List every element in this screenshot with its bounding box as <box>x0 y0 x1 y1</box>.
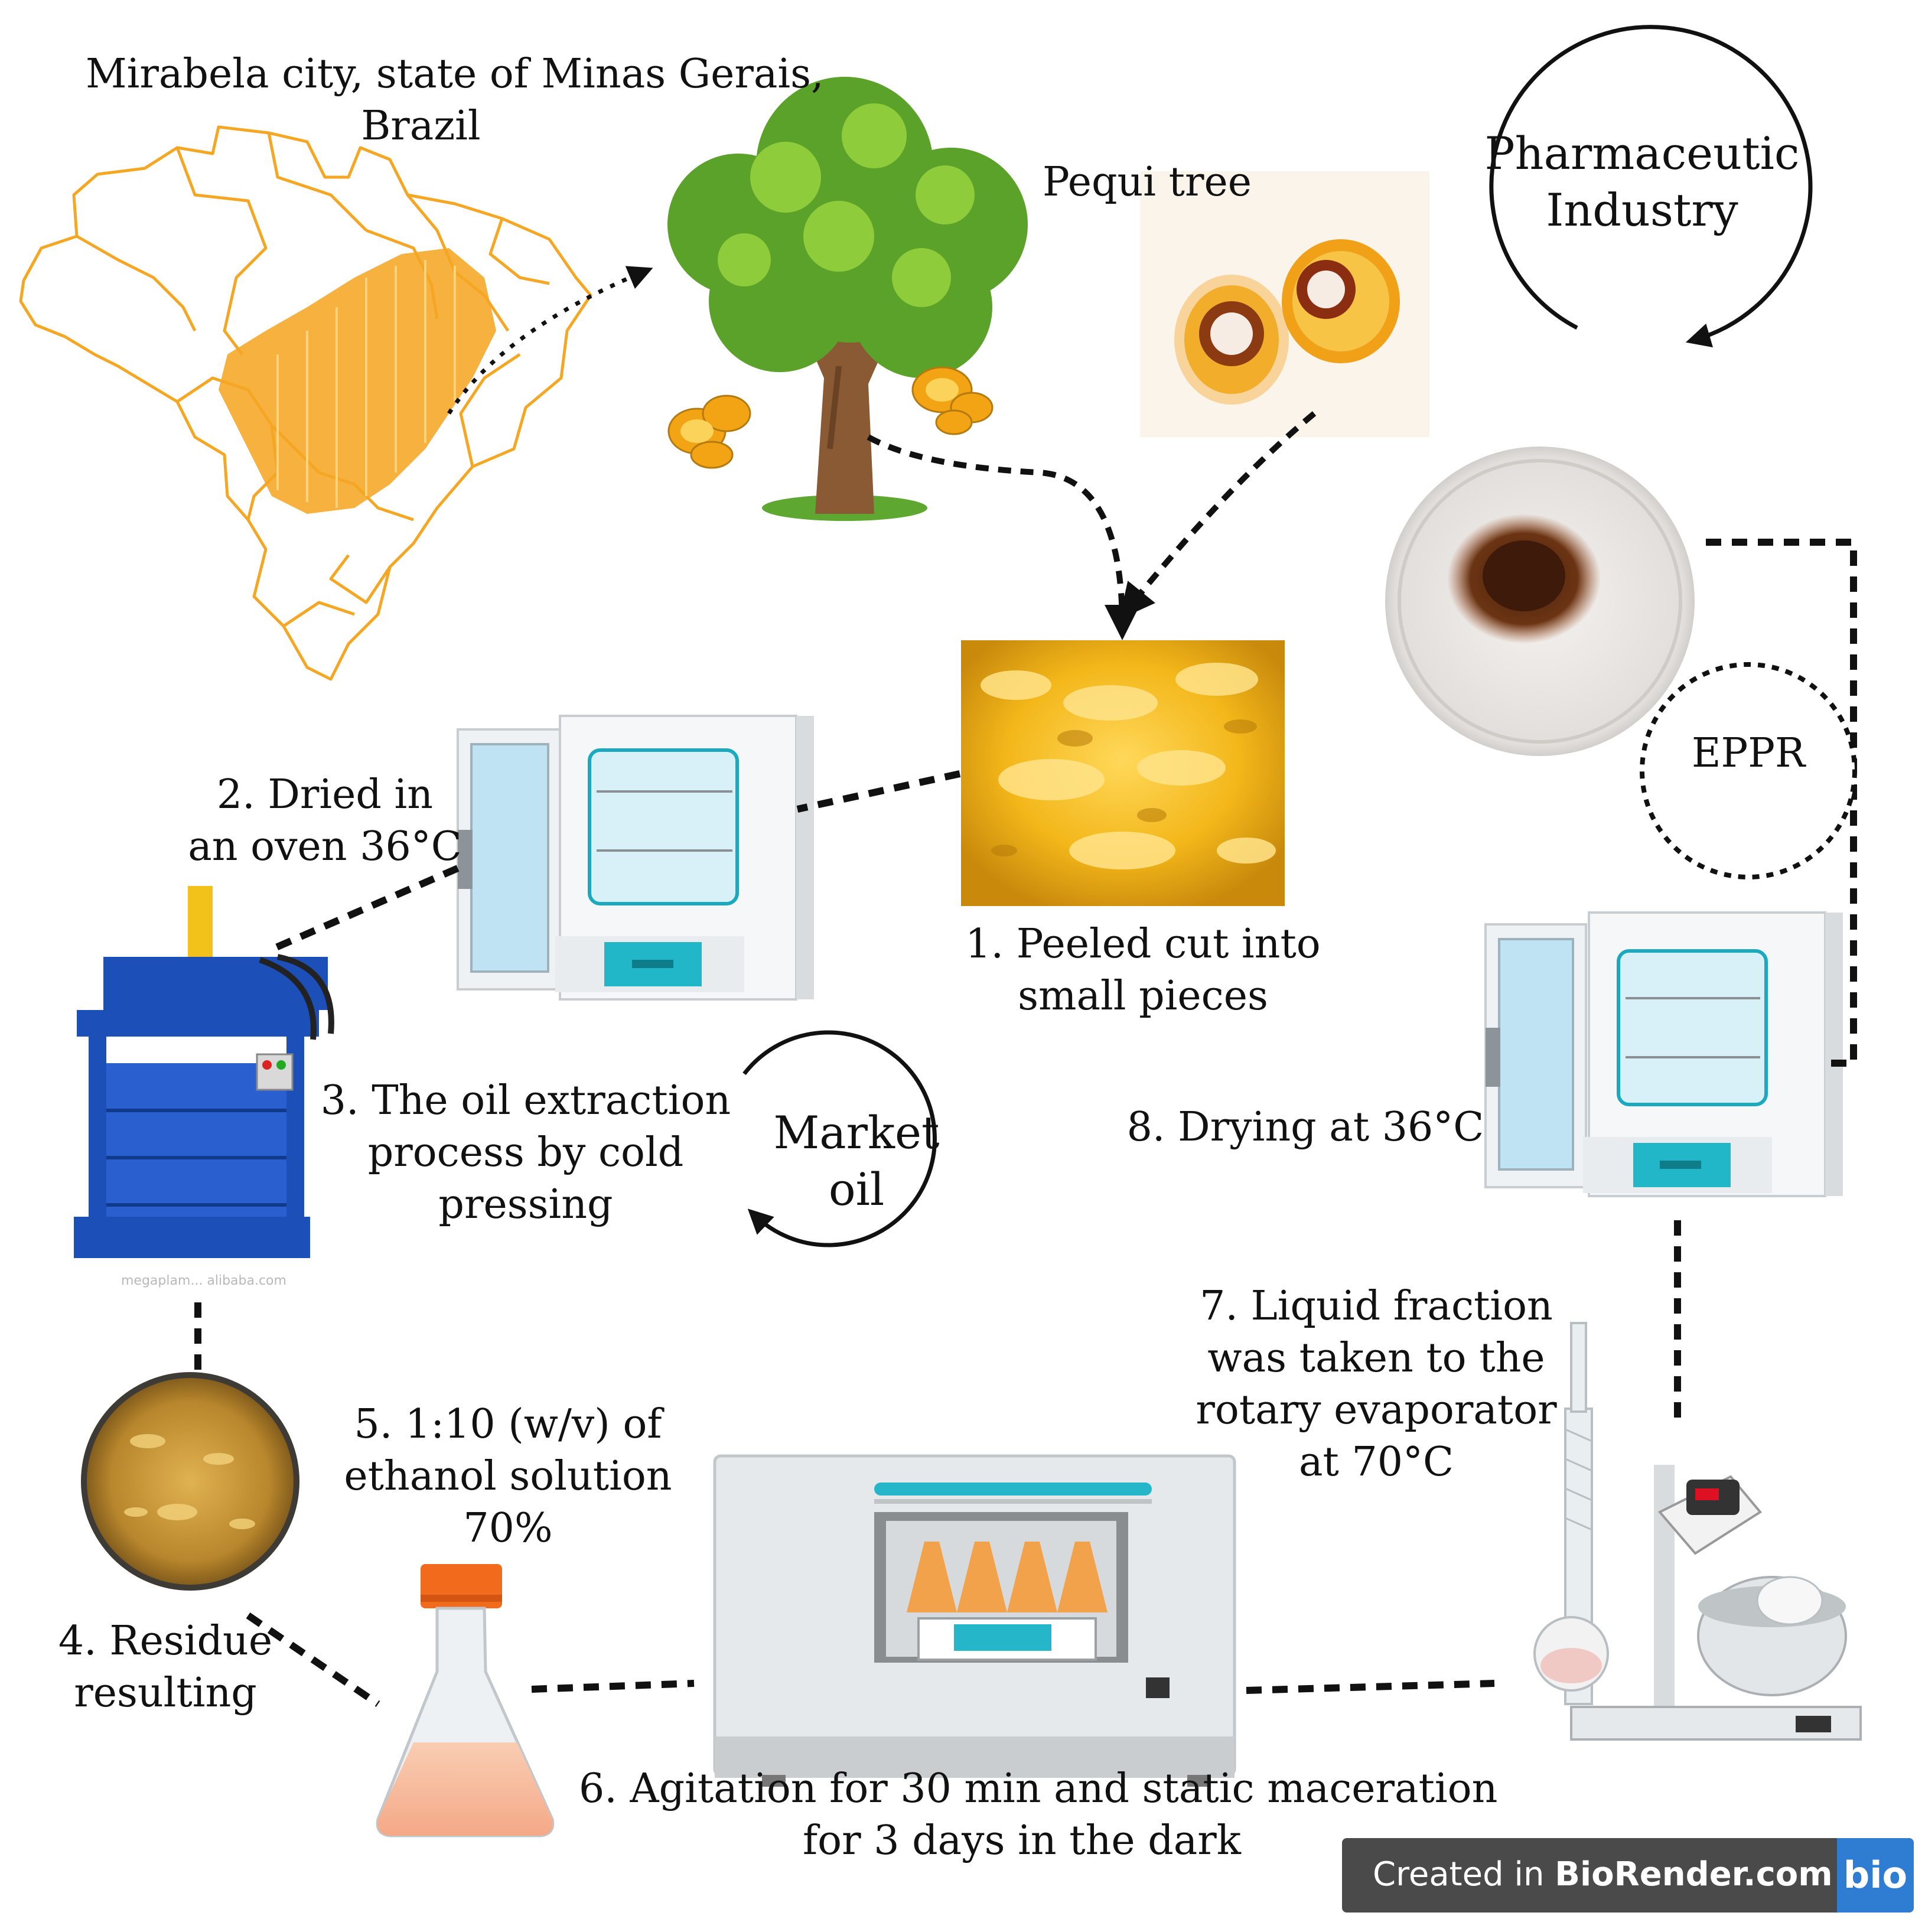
residue-dish <box>81 1372 299 1591</box>
oven-to-press-arrow <box>273 865 460 952</box>
badge-brand: BioRender.com <box>1555 1855 1833 1894</box>
market-oil-label: Market oil <box>744 1105 969 1218</box>
step-2-label: 2. Dried in an oven 36°C <box>177 769 473 873</box>
hydraulic-press <box>74 886 334 1258</box>
rotary-evaporator <box>1533 1322 1862 1741</box>
step-2-line-2: an oven 36°C <box>188 823 462 870</box>
step-3-label: 3. The oil extraction process by cold pr… <box>319 1075 732 1231</box>
oven-to-eppr-arrow <box>1701 539 1857 1067</box>
eppr-dotted-circle <box>1640 662 1857 879</box>
pharma-line-2: Industry <box>1546 184 1738 236</box>
pharma-line-1: Pharmaceutic <box>1484 127 1800 180</box>
press-watermark: megaplam... alibaba.com <box>121 1273 286 1288</box>
step-5-line-1: 5. 1:10 (w/v) of <box>354 1401 662 1448</box>
ethanol-flask <box>376 1564 555 1837</box>
state-hatch <box>276 260 456 508</box>
biorender-badge[interactable]: Created in BioRender.com bio <box>1342 1838 1914 1913</box>
residue-to-flask-arrow <box>246 1612 380 1707</box>
drying-oven-1 <box>457 715 814 1001</box>
flask-to-shaker-arrow <box>531 1680 695 1693</box>
step-3-line-1: 3. The oil extraction <box>320 1077 731 1124</box>
minas-gerais-highlight <box>219 248 496 514</box>
market-oil-cycle-arrow <box>742 1030 937 1247</box>
tree-to-pulp-arrow <box>867 434 1140 640</box>
pharma-cycle-arrow <box>1489 25 1813 348</box>
location-line-2: Brazil <box>361 103 481 149</box>
step-7-label: 7. Liquid fraction was taken to the rota… <box>1187 1281 1565 1488</box>
step-7-line-4: at 70°C <box>1298 1439 1454 1485</box>
step-5-line-3: 70% <box>463 1505 553 1552</box>
map-to-tree-arrow <box>447 266 653 415</box>
step-2-line-1: 2. Dried in <box>216 771 434 818</box>
step-3-line-2: process by cold <box>367 1129 684 1176</box>
pequi-fruit <box>1140 171 1429 437</box>
step-6-label: 6. Agitation for 30 min and static macer… <box>579 1763 1498 1867</box>
location-line-1: Mirabela city, state of Minas Gerais, <box>86 51 824 97</box>
step-7-line-1: 7. Liquid fraction <box>1200 1283 1553 1330</box>
step-5-label: 5. 1:10 (w/v) of ethanol solution 70% <box>319 1399 697 1555</box>
step-7-line-2: was taken to the <box>1207 1335 1545 1382</box>
step-5-line-2: ethanol solution <box>344 1453 672 1500</box>
badge-prefix: Created in <box>1373 1855 1555 1894</box>
market-line-1: Market <box>773 1106 940 1159</box>
step-4-line-2: resulting <box>74 1670 257 1716</box>
step-3-line-3: pressing <box>438 1181 613 1228</box>
step-6-line-1: 6. Agitation for 30 min and static macer… <box>579 1765 1498 1812</box>
step-7-line-3: rotary evaporator <box>1196 1387 1557 1433</box>
eppr-powder-dish <box>1385 447 1695 756</box>
step-6-line-2: for 3 days in the dark <box>802 1817 1242 1864</box>
step-4-line-1: 4. Residue <box>58 1618 273 1664</box>
badge-text: Created in BioRender.com <box>1373 1853 1833 1896</box>
step-4-label: 4. Residue resulting <box>35 1615 295 1719</box>
shaker-incubator <box>713 1454 1236 1787</box>
pequi-tree-label: Pequi tree <box>1043 159 1252 206</box>
market-line-2: oil <box>828 1163 885 1216</box>
fruit-to-pulp-arrow <box>1119 411 1317 620</box>
pharma-industry-label: Pharmaceutic Industry <box>1477 125 1807 239</box>
step-1-line-2: small pieces <box>1018 973 1268 1019</box>
location-label: Mirabela city, state of Minas Gerais, Br… <box>86 48 824 152</box>
brazil-outline <box>19 125 592 681</box>
pulp-to-oven-arrow <box>796 770 961 813</box>
eppr-label: EPPR <box>1691 730 1806 777</box>
step-8-label: 8. Drying at 36°C <box>1126 1104 1484 1151</box>
step-1-label: 1. Peeled cut into small pieces <box>927 918 1359 1022</box>
pulp-pieces <box>961 640 1285 906</box>
shaker-to-evaporator-arrow <box>1246 1680 1495 1694</box>
biorender-logo-icon: bio <box>1837 1838 1914 1913</box>
step-1-line-1: 1. Peeled cut into <box>965 921 1321 967</box>
pequi-tree <box>667 77 1028 521</box>
drying-oven-2 <box>1484 911 1843 1197</box>
